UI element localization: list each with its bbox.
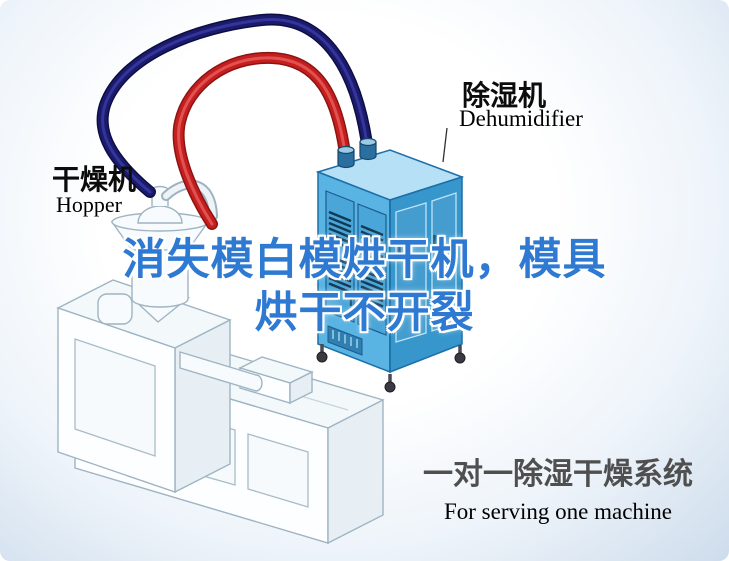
dehumidifier-door-right-1 — [395, 202, 427, 343]
hose-port-1 — [337, 149, 355, 169]
watermark-text: 消失模白模烘干机，模具 烘干不开裂 — [0, 234, 729, 340]
machine-panel-3 — [247, 433, 309, 508]
dehumidifier-label-en: Dehumidifier — [459, 106, 583, 131]
bottom-grille-slats — [332, 330, 358, 348]
red-hose-highlight — [177, 56, 348, 226]
hose-port-2-top — [359, 137, 377, 147]
hopper-blower — [97, 293, 133, 325]
door-handles — [349, 235, 436, 318]
dehumidifier-pointer-line — [442, 127, 448, 163]
dehumidifier-door-right-2 — [431, 192, 457, 332]
watermark-line-2: 烘干不开裂 — [254, 288, 475, 338]
caster-wheel-1 — [316, 344, 328, 363]
vent-slots-1 — [328, 210, 352, 250]
vent-slots-2 — [328, 254, 352, 294]
watermark-line-1: 消失模白模烘干机，模具 — [122, 235, 607, 285]
dryer-label-en: Hopper — [56, 192, 122, 217]
caster-wheel-2 — [384, 374, 396, 393]
caption-subtitle-en: For serving one machine — [443, 499, 673, 524]
injection-barrel — [179, 351, 263, 392]
clamp-unit-side — [289, 370, 313, 405]
hopper-dryer — [110, 179, 218, 323]
caption-title-cn: 一对一除湿干燥系统 — [423, 457, 693, 492]
dehumidifier-door-left-2 — [357, 203, 387, 336]
hopper-cylinder — [131, 245, 189, 308]
hose-port-1-top — [337, 145, 355, 155]
dehumidifier-machine — [315, 137, 466, 393]
injection-molding-machine — [56, 179, 385, 545]
cabinet-side-face — [174, 318, 231, 494]
vent-slots-3 — [360, 224, 384, 264]
navy-hose-highlight — [101, 17, 370, 194]
vent-slots-4 — [360, 268, 384, 308]
caption-block: 一对一除湿干燥系统 For serving one machine — [412, 449, 704, 525]
dehumidifier-label-cn: 除湿机 — [462, 79, 547, 112]
dryer-label-cn: 干燥机 — [52, 163, 137, 196]
hose-port-2 — [359, 141, 377, 161]
cabinet-panel — [74, 338, 156, 457]
hopper-dome — [137, 205, 183, 224]
air-hoses — [96, 13, 374, 230]
caster-wheel-3 — [454, 345, 466, 364]
machine-end-face — [327, 398, 384, 545]
